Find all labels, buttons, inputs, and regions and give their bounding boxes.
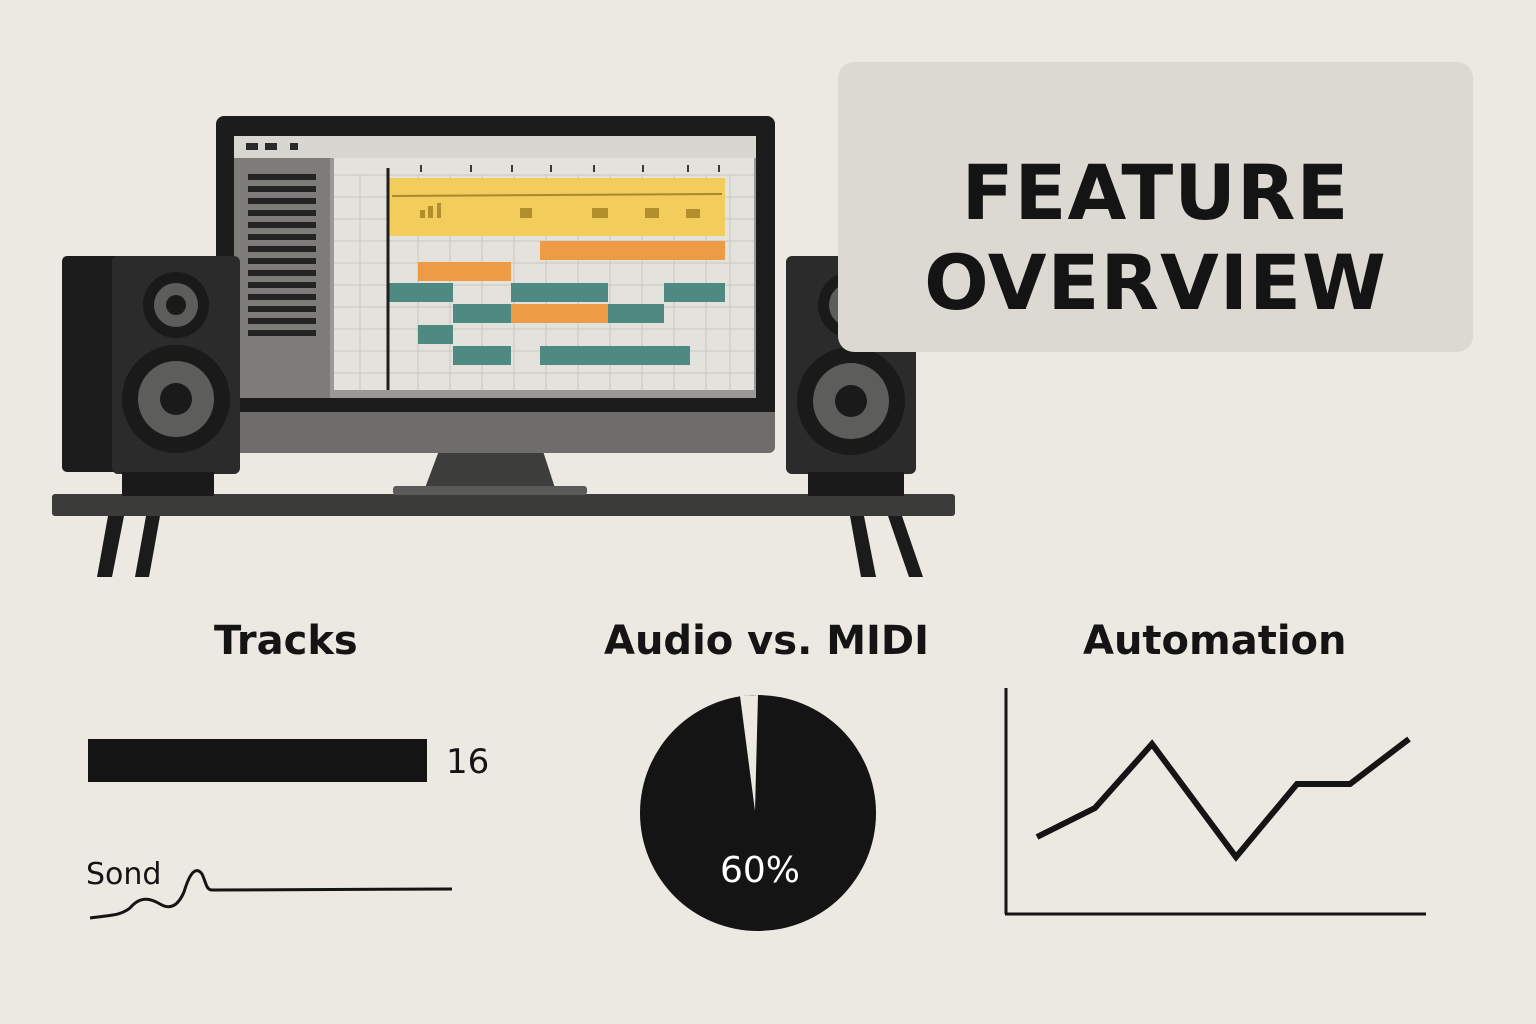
- speaker-right-icon: [786, 256, 916, 496]
- sound-label: Sond: [86, 857, 162, 892]
- title-line-2: OVERVIEW: [924, 238, 1387, 327]
- speaker-left-icon: [62, 256, 240, 496]
- audio-vs-midi-heading: Audio vs. MIDI: [604, 618, 929, 664]
- title-line-1: FEATURE: [961, 148, 1350, 237]
- tracks-count-label: 16: [446, 742, 490, 782]
- automation-heading: Automation: [1083, 618, 1347, 664]
- studio-monitor-icon: [216, 116, 775, 495]
- pie-percent-label: 60%: [720, 850, 801, 891]
- tracks-heading: Tracks: [214, 618, 358, 664]
- title-panel: FEATURE OVERVIEW: [838, 62, 1473, 352]
- desk-icon: [52, 494, 955, 577]
